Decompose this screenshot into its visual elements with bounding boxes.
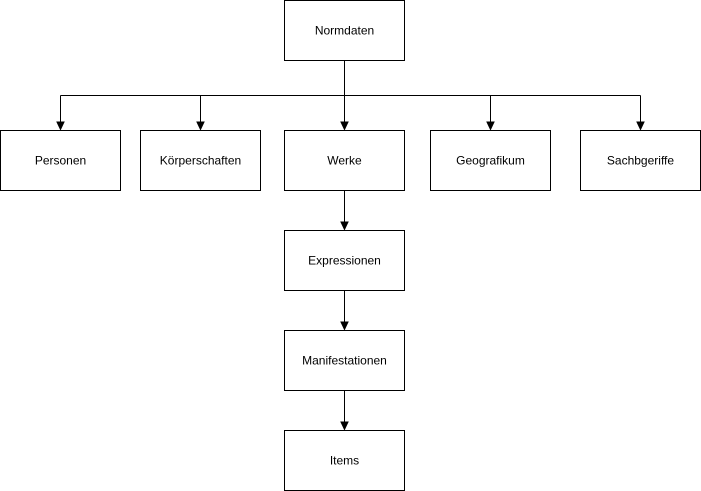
- node-normdaten-label: Normdaten: [315, 24, 374, 38]
- node-items-label: Items: [330, 454, 359, 468]
- arrow-expressionen: [340, 221, 349, 231]
- node-items: Items: [284, 430, 405, 491]
- node-werke-label: Werke: [327, 154, 362, 168]
- arrow-geografikum: [486, 121, 495, 131]
- node-personen: Personen: [0, 130, 121, 191]
- node-werke: Werke: [284, 130, 405, 191]
- node-koerperschaften-label: Körperschaften: [160, 154, 241, 168]
- node-geografikum-label: Geografikum: [456, 154, 525, 168]
- node-expressionen-label: Expressionen: [308, 254, 381, 268]
- node-normdaten: Normdaten: [284, 0, 405, 61]
- connectors: [56, 60, 645, 431]
- node-manifestationen: Manifestationen: [284, 330, 405, 391]
- node-geografikum: Geografikum: [430, 130, 551, 191]
- arrow-items: [340, 421, 349, 431]
- node-expressionen: Expressionen: [284, 230, 405, 291]
- arrow-werke: [340, 121, 349, 131]
- arrow-sachbegriffe: [636, 121, 645, 131]
- arrow-koerperschaften: [196, 121, 205, 131]
- node-personen-label: Personen: [35, 154, 86, 168]
- node-sachbegriffe: Sachbgeriffe: [580, 130, 701, 191]
- node-sachbegriffe-label: Sachbgeriffe: [607, 154, 674, 168]
- arrow-personen: [56, 121, 65, 131]
- node-manifestationen-label: Manifestationen: [302, 354, 387, 368]
- node-koerperschaften: Körperschaften: [140, 130, 261, 191]
- arrow-manifestationen: [340, 321, 349, 331]
